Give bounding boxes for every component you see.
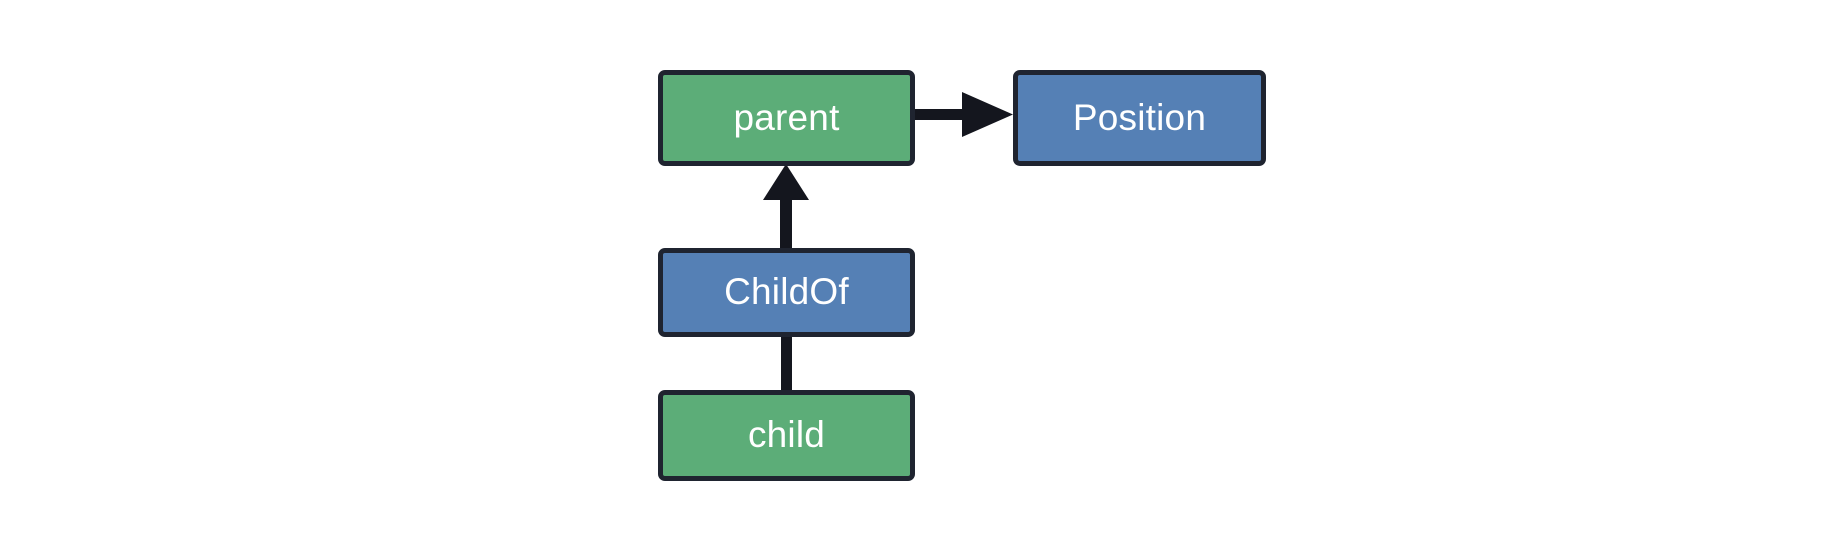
node-childof-label: ChildOf (724, 271, 849, 312)
edge-childof-to-parent (763, 164, 809, 250)
node-parent-label: parent (733, 96, 840, 138)
node-child-label: child (747, 414, 826, 455)
edge-child-to-childof (781, 334, 792, 392)
node-position[interactable]: Position (1013, 70, 1266, 166)
edge-parent-to-position (914, 92, 1013, 137)
node-childof[interactable]: ChildOf (658, 248, 915, 337)
node-parent[interactable]: parent (658, 70, 915, 166)
node-child[interactable]: child (658, 390, 915, 481)
node-position-label: Position (1072, 96, 1207, 138)
